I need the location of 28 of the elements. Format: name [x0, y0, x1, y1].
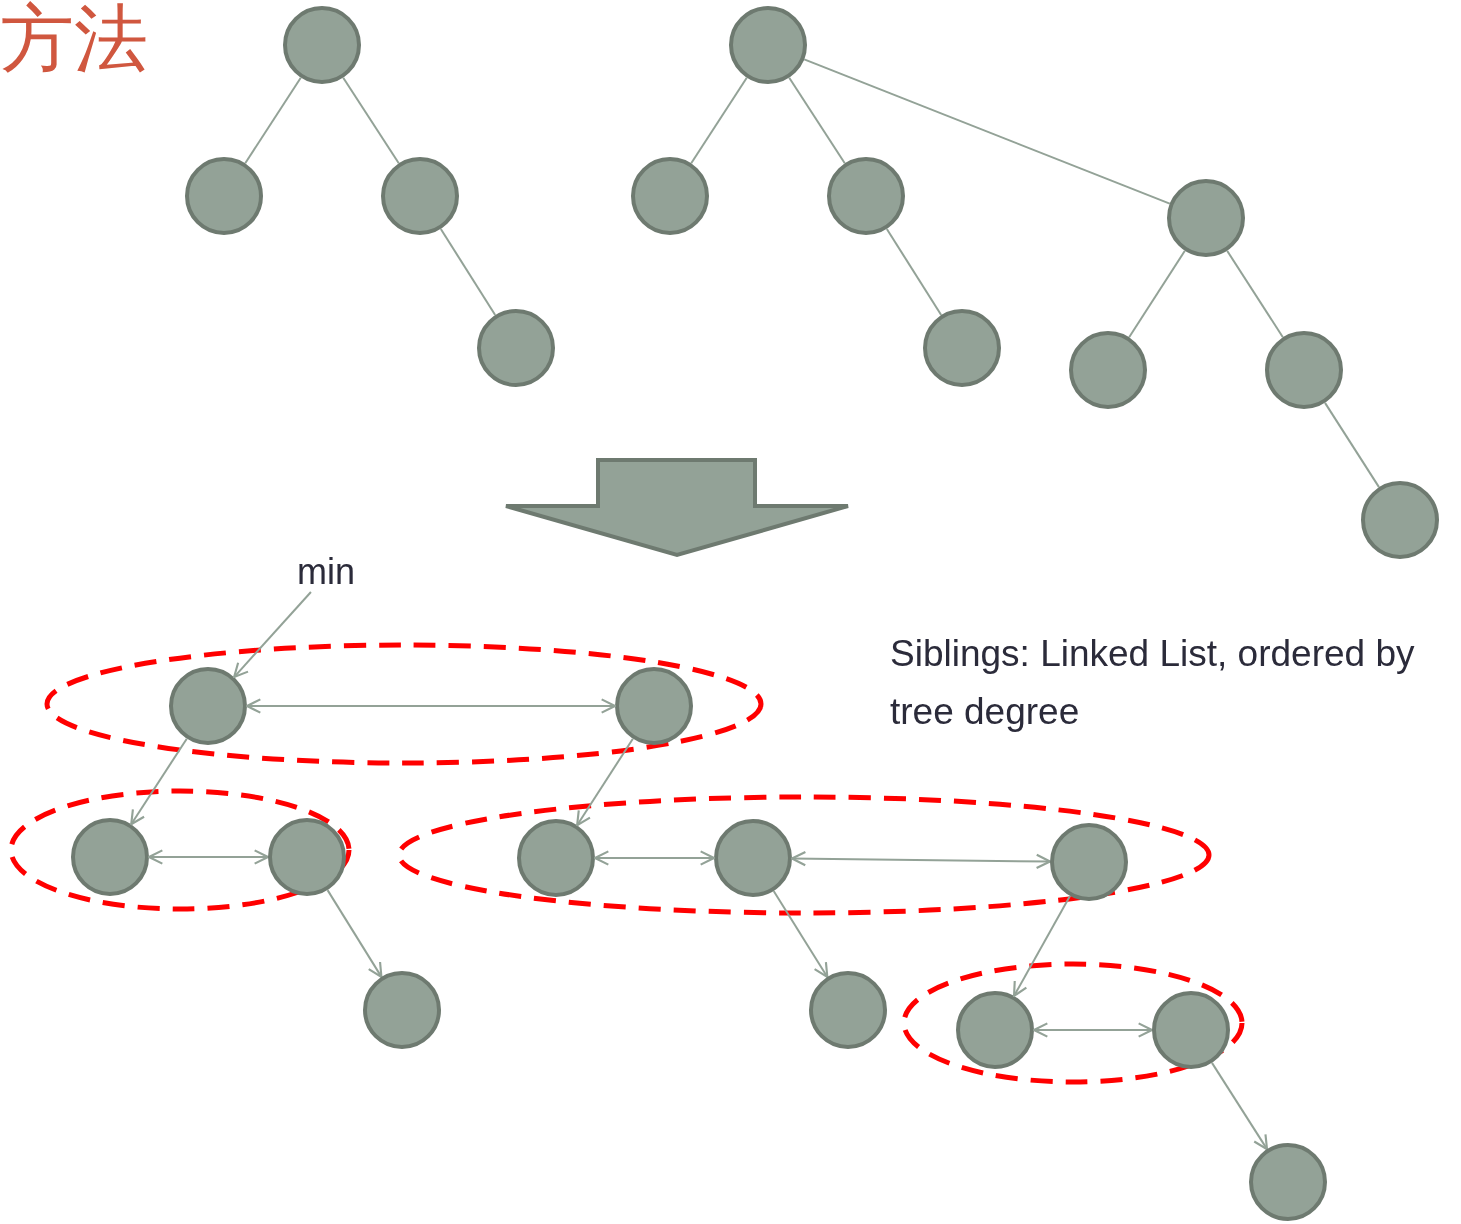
tree-edge	[690, 76, 748, 165]
pointer-arrow	[790, 850, 1052, 870]
pointer-arrow	[326, 889, 383, 978]
pointer-arrow	[233, 591, 312, 679]
pointer-arrow	[130, 737, 188, 826]
tree-edge	[1226, 249, 1284, 339]
tree-node-circle	[615, 667, 693, 745]
tree-edge	[342, 76, 400, 165]
sibling-group-ellipse	[44, 642, 764, 766]
tree-edge	[439, 227, 497, 317]
title: 方法	[0, 0, 148, 80]
pointer-arrow	[772, 890, 829, 978]
pointer-arrow	[245, 698, 617, 714]
tree-edge	[788, 76, 846, 165]
tree-edge	[1128, 249, 1186, 339]
pointer-arrow	[1211, 1061, 1269, 1151]
pointer-arrow	[593, 850, 716, 866]
pointer-arrow	[147, 849, 270, 865]
pointer-arrow	[1013, 895, 1071, 998]
tree-edge	[885, 227, 943, 317]
tree-node-circle	[169, 667, 247, 745]
pointer-label: min	[297, 552, 361, 592]
note-text: Siblings: Linked List, ordered by tree degree	[890, 632, 1416, 734]
tree-edge	[1324, 401, 1380, 489]
pointer-arrow	[576, 737, 634, 827]
tree-edge	[803, 58, 1171, 205]
pointer-arrow	[1032, 1022, 1154, 1038]
tree-edge	[244, 76, 302, 165]
